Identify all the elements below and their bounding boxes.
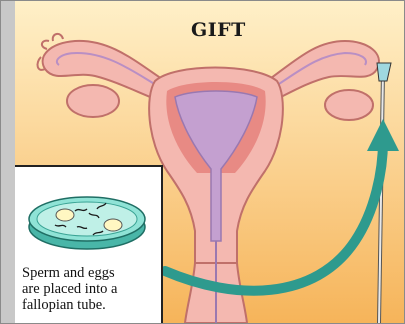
caption-line: fallopian tube.: [22, 297, 162, 313]
left-ovary: [67, 85, 119, 117]
left-border-strip: [1, 1, 15, 323]
caption: Sperm and eggs are placed into a fallopi…: [22, 265, 162, 313]
right-ovary: [325, 90, 373, 120]
diagram-title: GIFT: [191, 19, 246, 41]
egg-icon: [104, 219, 122, 231]
egg-icon: [56, 209, 74, 221]
inset-panel: Sperm and eggs are placed into a fallopi…: [15, 165, 163, 323]
caption-line: are placed into a: [22, 281, 162, 297]
petri-dish-icon: [15, 167, 161, 263]
caption-line: Sperm and eggs: [22, 265, 162, 281]
